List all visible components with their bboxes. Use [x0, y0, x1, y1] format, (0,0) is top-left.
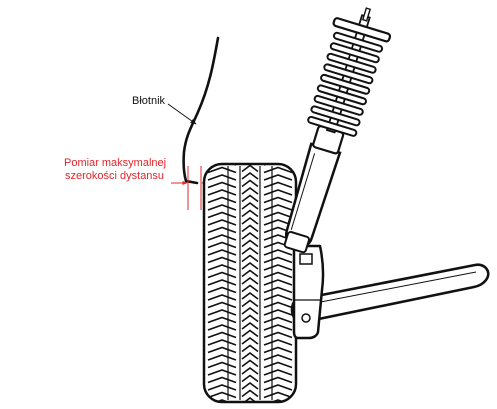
strut — [283, 7, 392, 254]
fender-leader-line — [167, 103, 197, 125]
fender-outline — [182, 36, 220, 185]
tire — [202, 162, 298, 404]
coil-spring — [307, 31, 384, 137]
fender-label: Błotnik — [132, 95, 166, 107]
measurement-label-line2: szerokości dystansu — [65, 170, 165, 182]
measurement-label-line1: Pomiar maksymalnej — [64, 157, 167, 169]
steering-knuckle — [292, 244, 325, 340]
